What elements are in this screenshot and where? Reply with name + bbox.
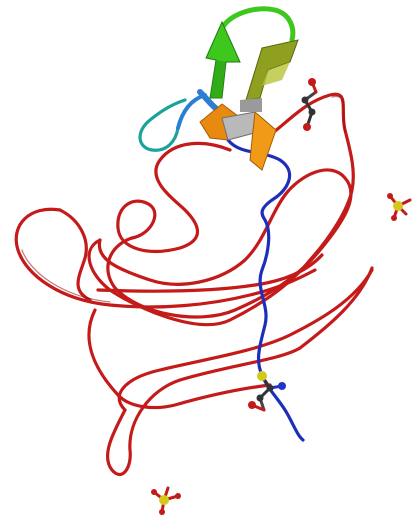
nitrogen-atom (278, 382, 286, 390)
orange-beta-strand-arrow (250, 112, 276, 170)
oxygen-atom (387, 193, 393, 199)
sulfate-ion-bottom (151, 488, 181, 515)
oxygen-atom (159, 509, 165, 515)
oxygen-atom (308, 78, 316, 86)
carbon-atom (302, 97, 309, 104)
red-coil-segment (89, 310, 270, 408)
red-coil-chain (16, 94, 372, 474)
ligand-top (302, 78, 317, 131)
carbon-atom (257, 395, 264, 402)
sulfur-atom (257, 371, 267, 381)
sulfate-ion-right (387, 193, 410, 221)
sulfur-atom (393, 201, 403, 211)
carbon-atom (267, 385, 274, 392)
red-coil-segment (108, 348, 300, 474)
red-coil-segment (118, 143, 230, 251)
red-coil-segment (60, 210, 90, 300)
oxygen-atom (151, 489, 157, 495)
oxygen-atom (391, 215, 397, 221)
red-coil-segment (108, 170, 351, 317)
oxygen-atom (248, 401, 256, 409)
carbon-atom (309, 109, 316, 116)
oxygen-atom (175, 493, 181, 499)
grey-strand-edge (240, 98, 262, 112)
green-strand-shade (210, 60, 226, 98)
sulfur-atom (159, 495, 169, 505)
oxygen-atom (303, 123, 311, 131)
green-hairpin-loop (222, 9, 293, 40)
